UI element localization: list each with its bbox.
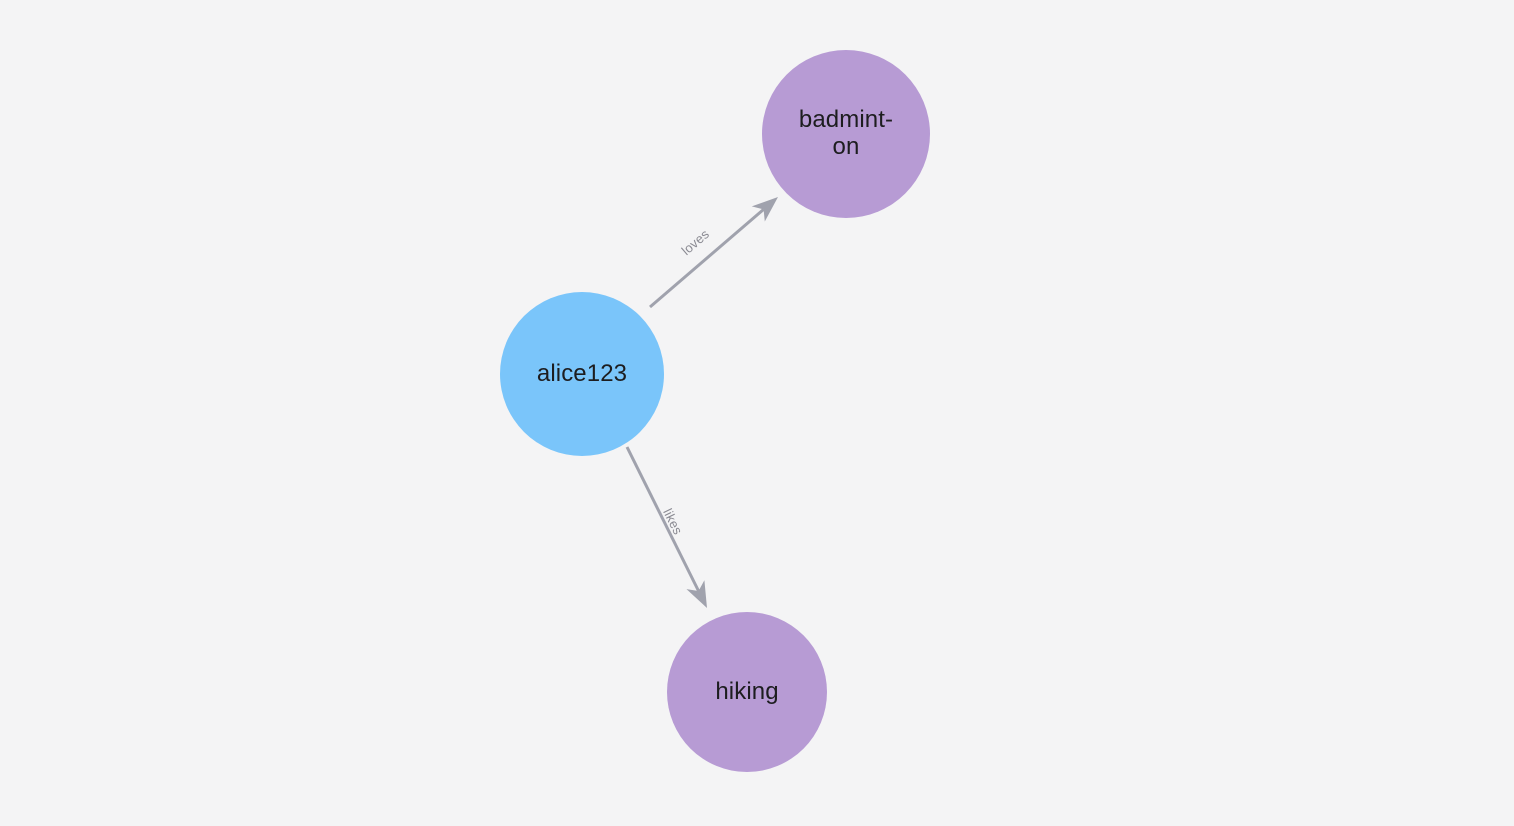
edge-line [649, 208, 765, 309]
edge-label: loves [679, 226, 713, 258]
node-label: alice123 [536, 359, 628, 387]
edge-arrowhead-icon [751, 197, 778, 222]
edge-line [625, 446, 700, 592]
graph-node-alice123[interactable]: alice123 [500, 292, 664, 456]
graph-edge-alice123-loves-badminton[interactable]: loves [649, 197, 778, 309]
graph-node-badminton[interactable]: badmint- on [762, 50, 930, 218]
node-label: badmint- on [798, 106, 894, 160]
graph-edge-alice123-likes-hiking[interactable]: likes [625, 446, 707, 608]
node-label: hiking [715, 677, 779, 705]
graph-node-hiking[interactable]: hiking [667, 612, 827, 772]
edge-arrowhead-icon [686, 580, 707, 608]
